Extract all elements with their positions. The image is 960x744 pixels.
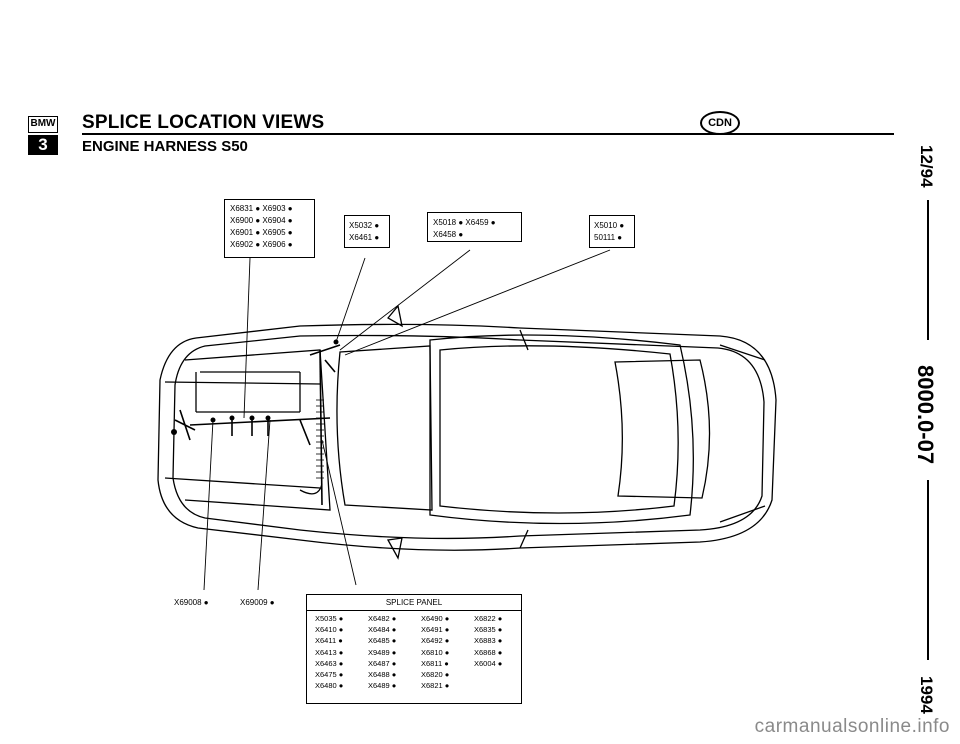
splice-cell: X6410 ● <box>315 625 344 635</box>
callout-left-2: X69009 ● <box>240 598 275 607</box>
side-rule-1 <box>927 200 929 340</box>
splice-cell: X6883 ● <box>474 636 503 646</box>
box-left-row: X6900 ● X6904 ● <box>230 216 293 225</box>
callout-left-1: X69008 ● <box>174 598 209 607</box>
splice-cell: X6485 ● <box>368 636 397 646</box>
splice-cell <box>474 669 527 680</box>
splice-cell: X5035 ● <box>315 614 344 623</box>
splice-cell: X6820 ● <box>421 670 450 680</box>
box-mid1-row: X5032 ● <box>349 221 380 230</box>
splice-cell: X6411 ● <box>315 636 343 646</box>
logo-bmw-text: BMW <box>28 116 58 133</box>
splice-cell <box>474 680 527 691</box>
splice-box-mid2: X5018 ● X6459 ● X6458 ● <box>427 212 522 242</box>
box-mid2-row: X6458 ● <box>433 230 464 239</box>
bmw-3-series-logo: BMW 3 <box>28 116 58 156</box>
splice-panel-table: SPLICE PANEL X5035 ● X6482 ● X6490 ● X68… <box>306 594 522 704</box>
splice-cell: X6463 ● <box>315 658 344 668</box>
splice-cell: X6811 ● <box>421 658 449 668</box>
splice-cell: X6491 ● <box>421 625 450 635</box>
box-right-row: X5010 ● <box>594 221 625 230</box>
mirror-right <box>386 537 403 560</box>
watermark-text: carmanualsonline.info <box>754 716 950 737</box>
box-mid1-row: X6461 ● <box>349 233 380 242</box>
splice-cell: X6480 ● <box>315 681 344 691</box>
side-rule-2 <box>927 480 929 660</box>
splice-cell: X6413 ● <box>315 647 344 657</box>
page-title: SPLICE LOCATION VIEWS <box>82 112 325 133</box>
logo-series-number: 3 <box>28 135 58 155</box>
splice-panel-ladder <box>316 399 324 479</box>
car-body-outline <box>157 323 777 551</box>
splice-cell: X9489 ● <box>368 647 397 657</box>
splice-cell: X6810 ● <box>421 647 450 657</box>
box-left-row: X6831 ● X6903 ● <box>230 204 293 213</box>
splice-cell: X6488 ● <box>368 670 397 680</box>
splice-panel-grid: X5035 ● X6482 ● X6490 ● X6822 ● X6410 ● … <box>307 613 521 691</box>
mirror-left <box>387 304 403 328</box>
splice-cell: X6489 ● <box>368 681 397 691</box>
box-left-row: X6902 ● X6906 ● <box>230 240 293 249</box>
splice-box-left: X6831 ● X6903 ● X6900 ● X6904 ● X6901 ● … <box>224 199 315 258</box>
box-left-row: X6901 ● X6905 ● <box>230 228 293 237</box>
splice-cell: X6868 ● <box>474 647 503 657</box>
splice-panel-title: SPLICE PANEL <box>385 598 443 607</box>
harness-bend <box>299 483 323 495</box>
splice-cell: X6835 ● <box>474 625 503 635</box>
splice-cell: X6822 ● <box>474 614 503 623</box>
hood-outline <box>184 349 331 511</box>
harness-wiring <box>174 344 341 506</box>
splice-cell: X6487 ● <box>368 658 397 668</box>
car-body-inner <box>172 334 765 540</box>
box-right-row: 50111 ● <box>594 233 623 242</box>
windshield <box>336 345 433 511</box>
splice-cell: X6482 ● <box>368 614 397 623</box>
splice-cell: X6484 ● <box>368 625 397 635</box>
header-rule <box>82 133 894 135</box>
splice-cell: X6490 ● <box>421 614 450 623</box>
box-mid2-row: X5018 ● X6459 ● <box>433 218 496 227</box>
splice-box-mid1: X5032 ● X6461 ● <box>344 215 390 248</box>
cabin-inner <box>439 345 679 514</box>
rear-window <box>614 359 711 499</box>
splice-box-right: X5010 ● 50111 ● <box>589 215 635 248</box>
splice-cell: X6004 ● <box>474 658 503 668</box>
splice-cell: X6492 ● <box>421 636 450 646</box>
roof-outline <box>429 334 694 525</box>
page-subtitle: ENGINE HARNESS S50 <box>82 138 248 155</box>
leader-lines <box>203 249 611 591</box>
splice-cell: X6475 ● <box>315 670 344 680</box>
cdn-badge: CDN <box>700 111 740 135</box>
splice-cell: X6821 ● <box>421 681 450 691</box>
